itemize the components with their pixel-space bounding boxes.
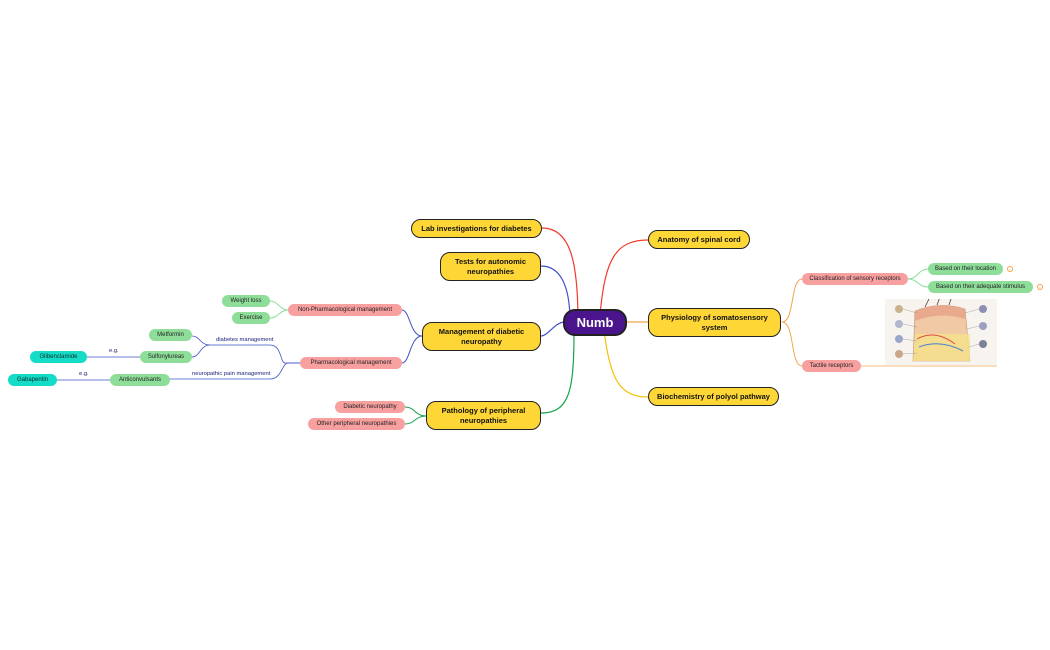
node-pharmacological[interactable]: Pharmacological management [300, 357, 402, 369]
node-non-pharmacological[interactable]: Non-Pharmacological management [288, 304, 402, 316]
label-pain-management: neuropathic pain management [192, 371, 271, 377]
node-tactile-receptors[interactable]: Tactile receptors [802, 360, 861, 372]
node-based-on-location[interactable]: Based on their location [928, 263, 1003, 275]
topic-autonomic-tests[interactable]: Tests for autonomic neuropathies [440, 252, 541, 281]
label-eg-sulfonylureas: e.g. [109, 348, 119, 354]
node-diabetic-neuropathy[interactable]: Diabetic neuropathy [335, 401, 405, 413]
topic-management[interactable]: Management of diabetic neuropathy [422, 322, 541, 351]
root-node[interactable]: Numb [563, 309, 627, 336]
node-metformin[interactable]: Metformin [149, 329, 192, 341]
label-diabetes-management: diabetes management [216, 337, 274, 343]
label-eg-anticonvulsants: e.g. [79, 371, 89, 377]
node-gabapentin[interactable]: Gabapentin [8, 374, 57, 386]
node-weight-loss[interactable]: Weight loss [222, 295, 270, 307]
node-other-neuropathies[interactable]: Other peripheral neuropathies [308, 418, 405, 430]
node-sulfonylureas[interactable]: Sulfonylureas [140, 351, 192, 363]
topic-biochemistry[interactable]: Biochemistry of polyol pathway [648, 387, 779, 406]
node-based-on-stimulus[interactable]: Based on their adequate stimulus [928, 281, 1033, 293]
topic-physiology[interactable]: Physiology of somatosensory system [648, 308, 781, 337]
info-icon[interactable]: i [1037, 284, 1043, 290]
node-classification-receptors[interactable]: Classification of sensory receptors [802, 273, 908, 285]
node-anticonvulsants[interactable]: Anticonvulsants [110, 374, 170, 386]
topic-pathology[interactable]: Pathology of peripheral neuropathies [426, 401, 541, 430]
topic-anatomy[interactable]: Anatomy of spinal cord [648, 230, 750, 249]
node-glibenclamide[interactable]: Glibenclamide [30, 351, 87, 363]
topic-lab-investigations[interactable]: Lab investigations for diabetes [411, 219, 542, 238]
skin-receptors-image [885, 299, 997, 365]
node-exercise[interactable]: Exercise [232, 312, 270, 324]
info-icon[interactable]: i [1007, 266, 1013, 272]
